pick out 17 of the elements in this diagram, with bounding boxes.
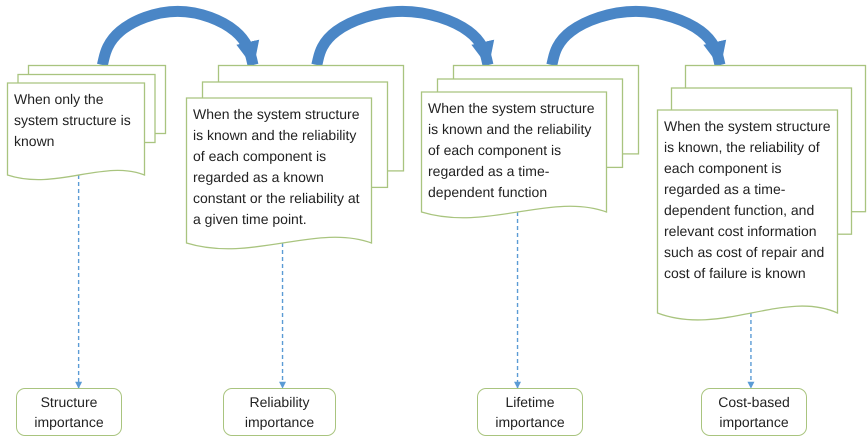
dashed-arrow (747, 313, 754, 389)
dashed-arrow (75, 175, 82, 389)
result-box (477, 388, 583, 436)
result-label: Lifetime importance (494, 393, 566, 432)
document-stack (7, 65, 166, 183)
dashed-arrow (279, 243, 286, 389)
condition-text: When only the system structure is known (13, 90, 132, 151)
condition-text: When the system structure is known and the reliability of each component is regarded as a known constant or the reliability at a given time point. (192, 105, 361, 229)
dashed-arrow (514, 212, 522, 389)
result-box (701, 388, 807, 436)
condition-text: When the system structure is known and the reliability of each component is regarded as a time-dependent function (427, 99, 596, 202)
result-label: Reliability importance (244, 393, 316, 432)
condition-text: When the system structure is known, the reliability of each component is regarded as a time-dependent function, and relevant cost information such as cost of repair and cost of failure is known (663, 117, 832, 283)
result-box (223, 388, 336, 436)
result-label: Structure importance (33, 393, 105, 432)
result-label: Cost-based importance (717, 393, 791, 432)
result-box (16, 388, 122, 436)
